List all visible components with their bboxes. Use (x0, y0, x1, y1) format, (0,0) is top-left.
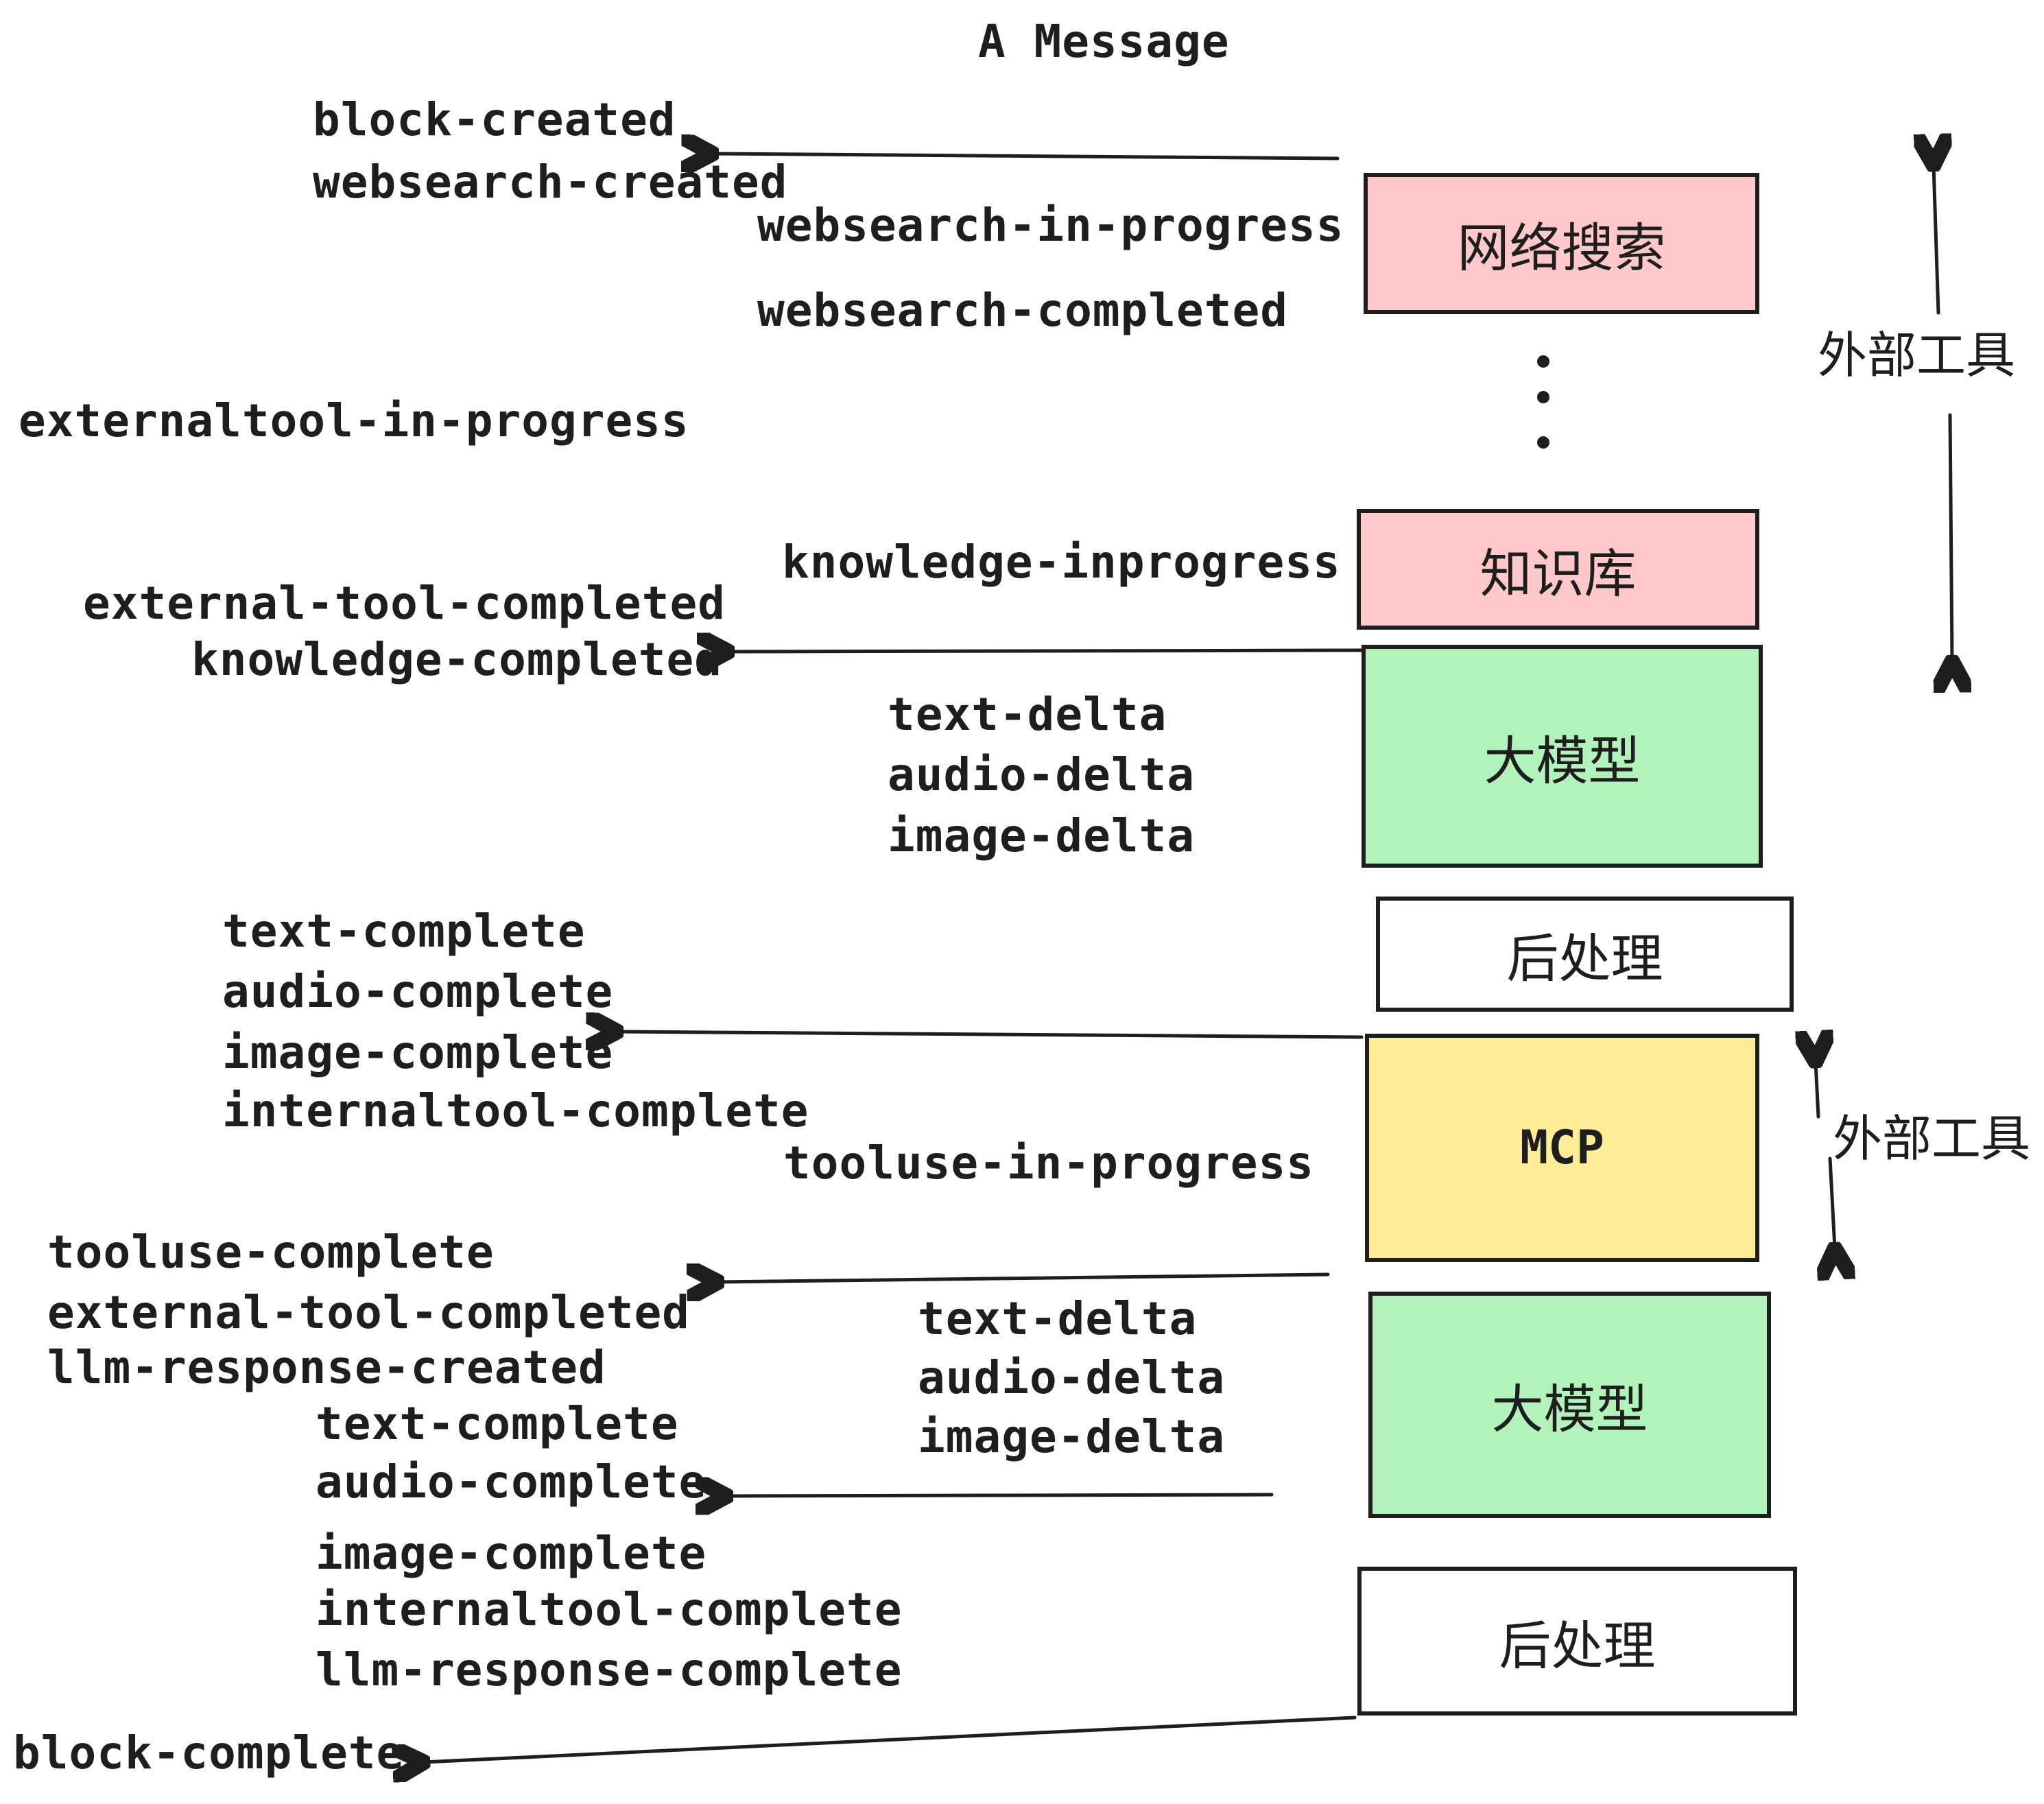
event-text-complete-1: text-complete (222, 905, 586, 958)
event-tooluse-in-progress: tooluse-in-progress (783, 1137, 1314, 1189)
ellipsis-dot (1537, 355, 1549, 368)
box-websearch: 网络搜索 (1364, 173, 1759, 314)
arrow-llm-to-audio-complete (727, 1495, 1274, 1496)
arrow-to-tooluse-complete (718, 1274, 1330, 1282)
event-image-delta-2: image-delta (918, 1410, 1226, 1463)
event-external-tool-completed-2: external-tool-completed (47, 1286, 690, 1339)
event-llm-response-complete: llm-response-complete (316, 1643, 903, 1696)
arrow-postprocess-to-block-complete (424, 1716, 1357, 1762)
arrow-external-tools-up-top (1934, 165, 1938, 315)
event-websearch-completed: websearch-completed (757, 284, 1288, 337)
event-internaltool-complete-1: internaltool-complete (222, 1084, 809, 1137)
box-postprocess-top: 后处理 (1376, 897, 1794, 1012)
event-tooluse-complete: tooluse-complete (47, 1226, 495, 1279)
box-postprocess-bottom: 后处理 (1357, 1567, 1797, 1716)
event-text-delta-1: text-delta (888, 688, 1167, 741)
box-postprocess-bottom-label: 后处理 (1499, 1617, 1656, 1676)
box-knowledge-label: 知识库 (1479, 545, 1637, 604)
event-text-complete-2: text-complete (316, 1397, 679, 1450)
event-image-complete-1: image-complete (222, 1026, 614, 1079)
arrow-external-tools-down-mcp (1830, 1156, 1835, 1248)
arrow-websearch-to-block-created (713, 154, 1340, 158)
box-llm-bottom: 大模型 (1368, 1292, 1771, 1518)
box-postprocess-top-label: 后处理 (1506, 930, 1663, 988)
event-text-delta-2: text-delta (918, 1292, 1198, 1345)
box-llm-top-label: 大模型 (1484, 732, 1641, 791)
arrow-knowledge-to-knowledge-completed (728, 650, 1366, 652)
event-external-tool-completed-1: external-tool-completed (83, 577, 726, 630)
ellipsis-dot (1537, 391, 1549, 403)
box-mcp: MCP (1365, 1034, 1759, 1262)
arrow-mcp-to-image-complete (617, 1032, 1364, 1037)
box-llm-top: 大模型 (1362, 645, 1763, 868)
event-audio-complete-1: audio-complete (222, 965, 614, 1018)
event-knowledge-completed: knowledge-completed (191, 633, 722, 686)
box-llm-bottom-label: 大模型 (1491, 1381, 1648, 1439)
diagram-title: A Message (978, 15, 1230, 68)
box-mcp-label: MCP (1520, 1121, 1604, 1175)
event-block-created: block-created (313, 93, 676, 146)
event-audio-complete-2: audio-complete (316, 1456, 707, 1508)
external-tools-label-top: 外部工具 (1818, 329, 2016, 383)
event-block-complete: block-complete (13, 1726, 405, 1779)
arrow-external-tools-down-top (1950, 413, 1952, 661)
event-audio-delta-1: audio-delta (888, 748, 1196, 801)
box-knowledge: 知识库 (1357, 509, 1759, 630)
event-externaltool-in-progress: externaltool-in-progress (19, 394, 689, 447)
external-tools-label-mcp: 外部工具 (1833, 1112, 2031, 1167)
ellipsis-dot (1537, 436, 1549, 449)
arrow-external-tools-up-mcp (1816, 1062, 1818, 1119)
event-llm-response-created: llm-response-created (47, 1341, 606, 1394)
box-websearch-label: 网络搜索 (1457, 219, 1666, 278)
event-websearch-in-progress: websearch-in-progress (757, 199, 1344, 252)
event-internaltool-complete-2: internaltool-complete (316, 1583, 903, 1636)
event-image-complete-2: image-complete (316, 1527, 707, 1580)
event-knowledge-inprogress: knowledge-inprogress (782, 536, 1341, 589)
event-image-delta-1: image-delta (888, 809, 1196, 862)
event-audio-delta-2: audio-delta (918, 1351, 1226, 1404)
